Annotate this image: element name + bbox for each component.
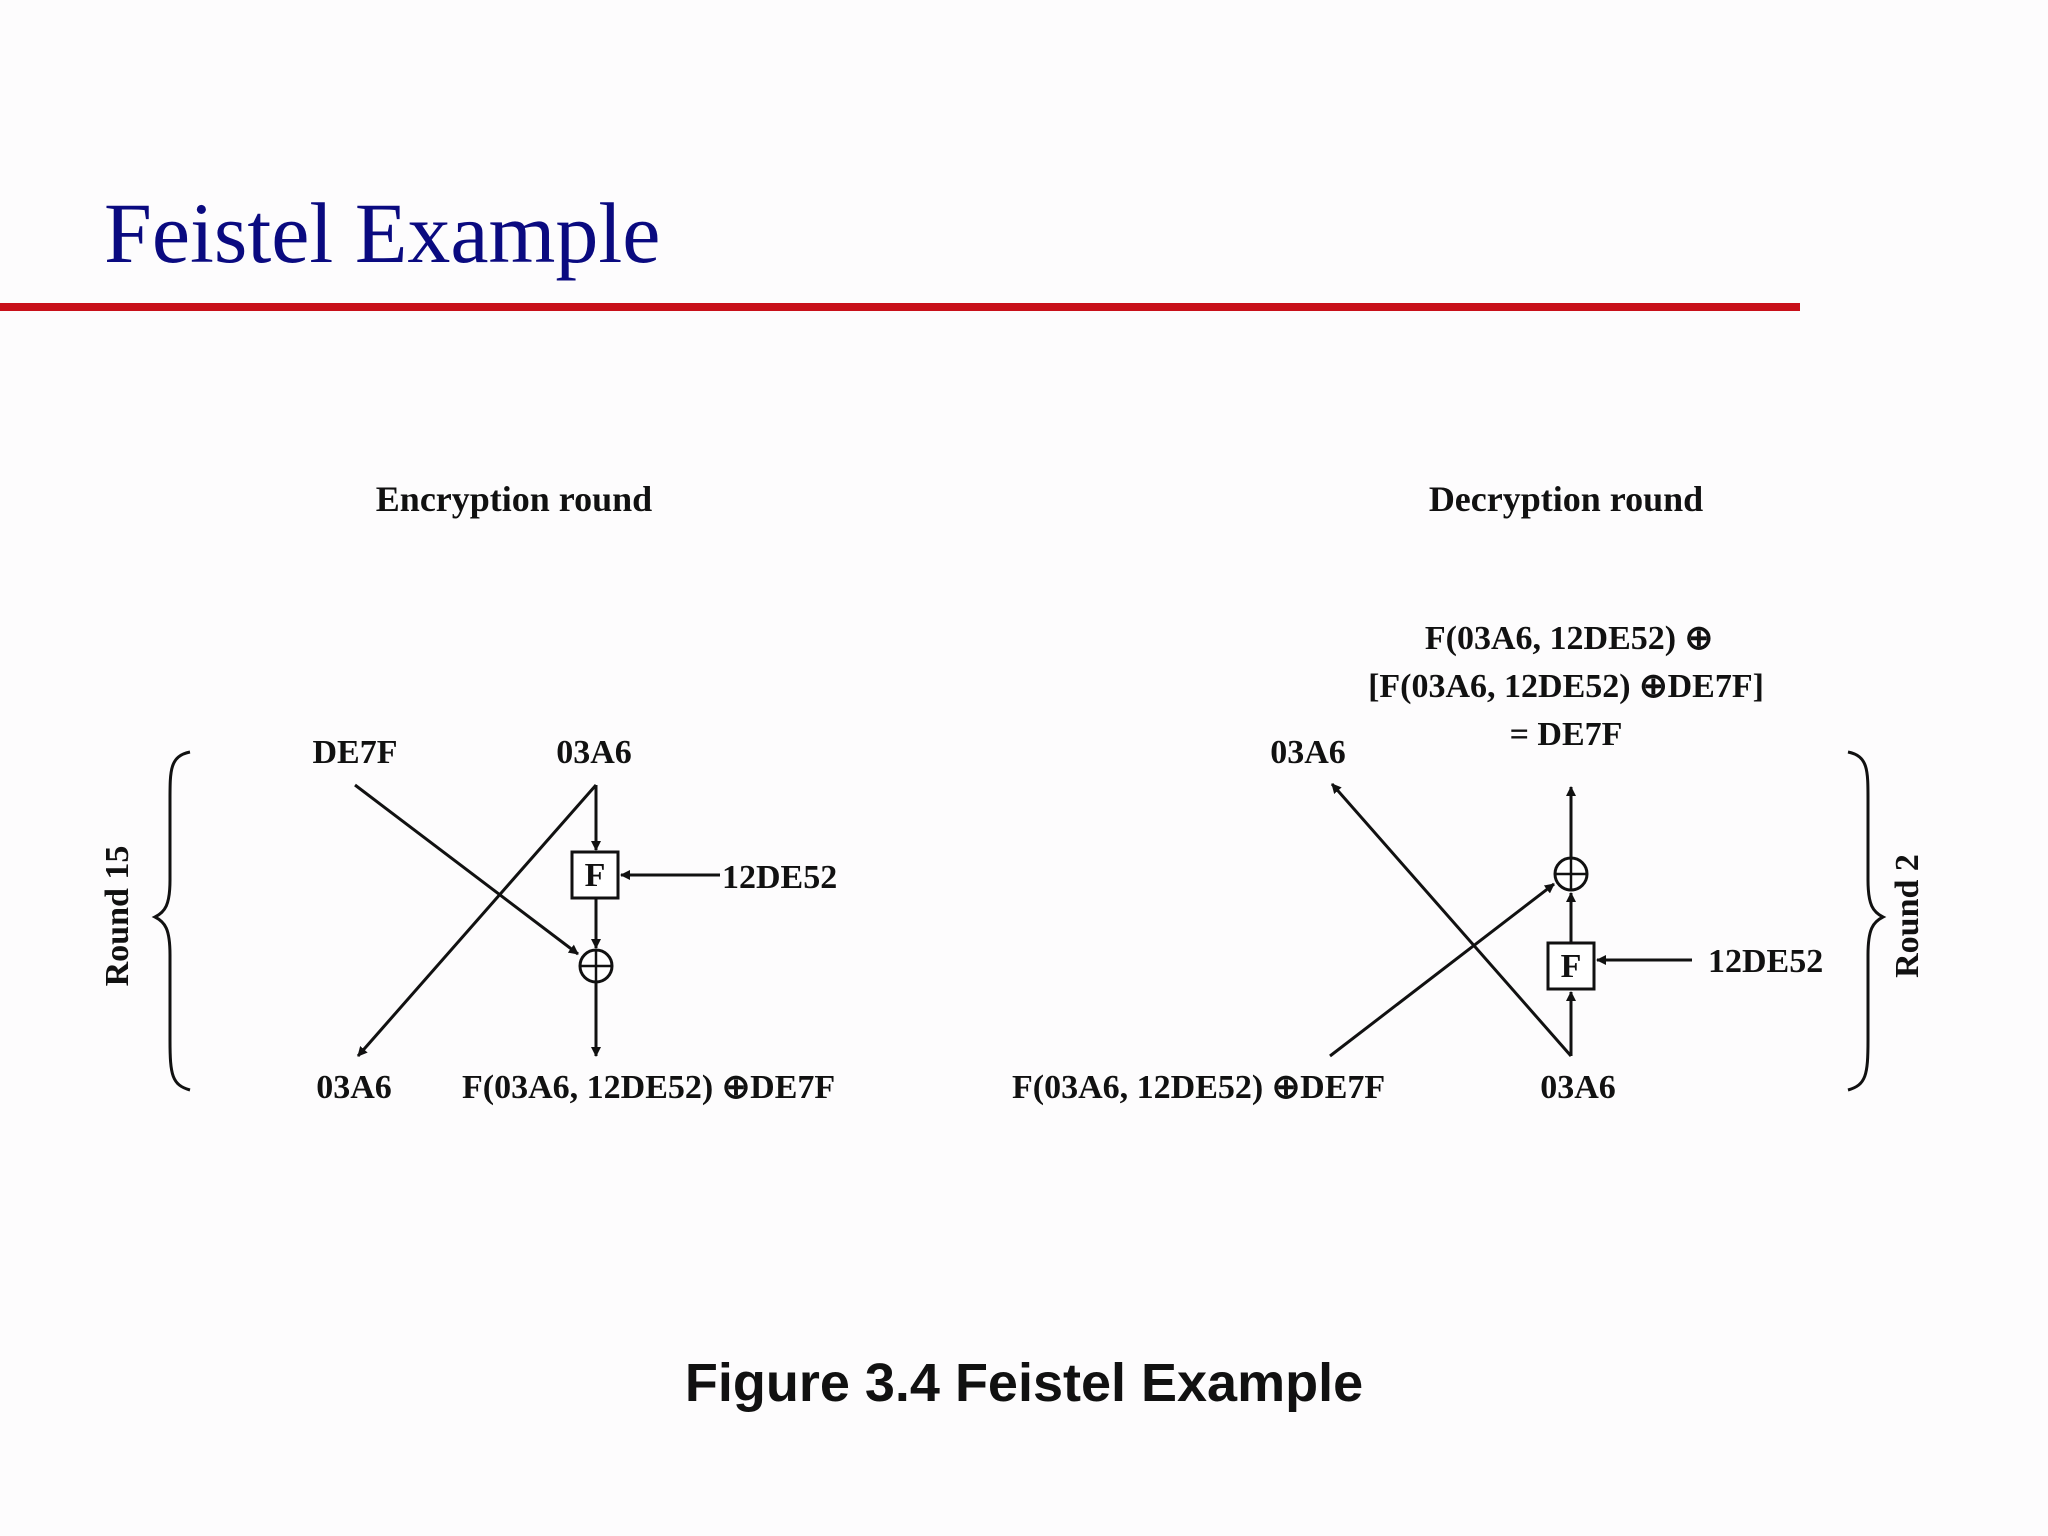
round-2-brace	[1847, 750, 1887, 1092]
dec-f-label: F	[1561, 948, 1582, 985]
dec-right-in: 03A6	[1540, 1069, 1616, 1106]
dec-left-to-xor-line	[1329, 882, 1555, 1058]
decryption-header: Decryption round	[1429, 479, 1703, 519]
enc-left-out: 03A6	[316, 1069, 392, 1106]
round-15-label: Round 15	[99, 846, 136, 987]
slide-title: Feistel Example	[104, 185, 661, 281]
encryption-header: Encryption round	[376, 479, 652, 519]
round-2-label: Round 2	[1889, 854, 1926, 978]
dec-xor-icon	[1553, 856, 1589, 892]
figure-caption: Figure 3.4 Feistel Example	[684, 1353, 1364, 1413]
dec-result-line3: = DE7F	[1510, 716, 1623, 753]
enc-xor-icon	[578, 948, 614, 984]
enc-right-out: F(03A6, 12DE52) ⊕DE7F	[462, 1069, 835, 1106]
dec-result-line1: F(03A6, 12DE52) ⊕	[1425, 620, 1713, 657]
enc-f-label: F	[585, 857, 606, 894]
dec-left-out: 03A6	[1270, 734, 1346, 771]
enc-left-in: DE7F	[313, 734, 398, 771]
dec-left-in: F(03A6, 12DE52) ⊕DE7F	[1012, 1069, 1385, 1106]
dec-key: 12DE52	[1708, 943, 1823, 980]
dec-right-to-left-out-line	[1330, 783, 1573, 1057]
encryption-round: Encryption round Round 15 DE7F 03A6 F 12…	[99, 479, 837, 1106]
enc-right-to-left-out-line	[356, 784, 598, 1057]
title-divider	[0, 303, 1800, 311]
enc-left-to-xor-line	[354, 783, 579, 956]
dec-result-line2: [F(03A6, 12DE52) ⊕DE7F]	[1368, 668, 1764, 705]
dec-f-box	[1546, 941, 1596, 991]
round-15-brace	[151, 750, 191, 1092]
enc-right-in: 03A6	[556, 734, 632, 771]
enc-key: 12DE52	[722, 859, 837, 896]
decryption-round: Decryption round F(03A6, 12DE52) ⊕ [F(03…	[1012, 479, 1926, 1106]
